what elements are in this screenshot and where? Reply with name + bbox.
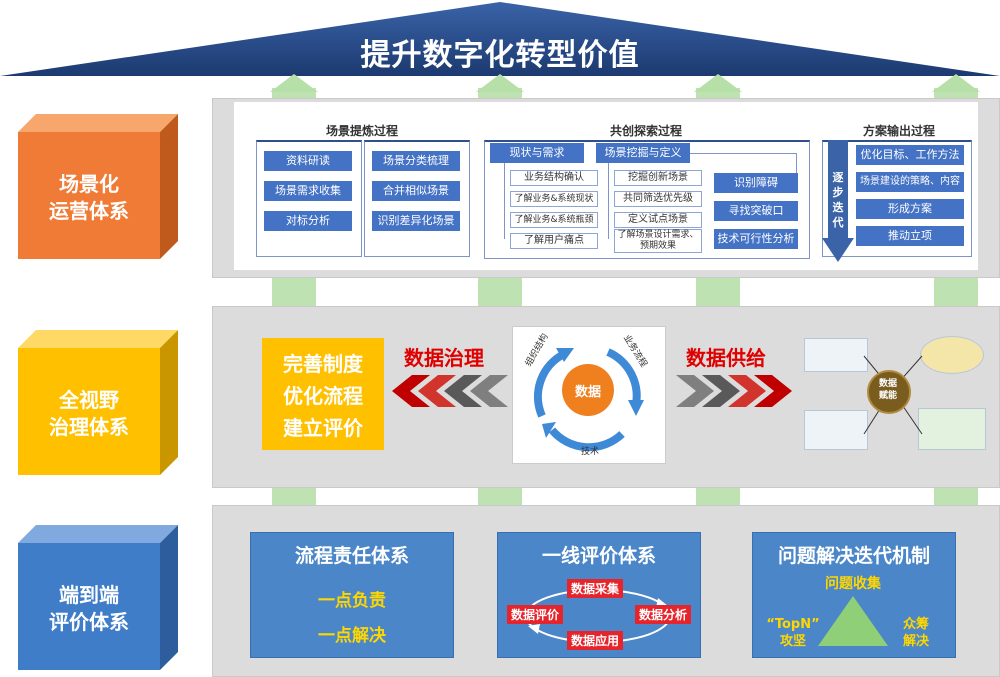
hub-label: 数据赋能 [878, 379, 897, 401]
cube-yellow [18, 330, 178, 475]
scene-middle-step: 识别障碍 [714, 173, 798, 193]
scene-left-item: 场景分类梳理 [372, 151, 460, 171]
scene-left-item: 识别差异化场景 [372, 211, 460, 231]
connector-line [608, 163, 609, 239]
arrows-right [676, 375, 792, 407]
scene-left-title: 场景提炼过程 [325, 124, 398, 138]
scene-middle-item: 了解业务&系统瓶颈 [510, 212, 598, 228]
pillar-arrows [270, 74, 980, 92]
eval-tag-collect: 数据采集 [567, 579, 624, 598]
scene-middle-step: 技术可行性分析 [714, 229, 798, 249]
crowd-label: 众筹解决 [902, 617, 929, 649]
iterate-arrow [822, 140, 854, 262]
connector-line [504, 163, 505, 239]
connector-line [690, 153, 796, 154]
scene-left-item: 对标分析 [264, 211, 352, 231]
scene-middle-item: 定义试点场景 [614, 212, 702, 228]
iterate-label: 逐步迭代 [832, 171, 844, 229]
scene-right-item: 形成方案 [856, 199, 964, 219]
scene-left-item: 资料研读 [264, 151, 352, 171]
cube-orange [18, 114, 178, 259]
scene-right-item: 优化目标、工作方法 [856, 145, 964, 165]
hub-circle [867, 370, 911, 414]
scene-middle-item: 共同筛选优先级 [614, 191, 702, 207]
governance-panel: 完善制度 优化流程 建立评价 [262, 338, 384, 450]
topn-label: “TopN”攻坚 [766, 617, 820, 649]
scene-panel [234, 102, 978, 270]
cube-blue [18, 525, 178, 670]
eval-tag-evaluate: 数据评价 [507, 605, 564, 624]
scene-left-item: 合并相似场景 [372, 181, 460, 201]
data-governance-title: 数据治理 [404, 346, 484, 370]
scene-middle-bracket [484, 140, 810, 259]
eval-tag-apply: 数据应用 [567, 631, 624, 650]
supply-thumbnail [804, 410, 868, 450]
scene-right-bracket [822, 140, 972, 257]
scene-middle-step: 寻找突破口 [714, 201, 798, 221]
problem-collect: 问题收集 [825, 576, 881, 592]
scene-right-item: 推动立项 [856, 226, 964, 246]
supply-thumbnail [918, 408, 986, 450]
scene-right-item: 场景建设的策略、内容 [856, 172, 964, 192]
roof-title: 提升数字化转型价值 [360, 38, 640, 73]
cube-label-governance: 全视野治理体系 [49, 388, 129, 439]
data-supply-title: 数据供给 [686, 346, 766, 370]
cycle-label-tech: 技术 [580, 447, 599, 457]
scene-middle-header: 场景挖掘与定义 [596, 143, 690, 163]
scene-middle-title: 共创探索过程 [609, 124, 682, 138]
scene-middle-header: 现状与需求 [490, 143, 584, 163]
scene-left-bracket [364, 140, 470, 257]
arrows-left [392, 375, 508, 407]
supply-thumbnail [920, 336, 984, 374]
card-frontline-evaluation: 一线评价体系 [497, 532, 701, 658]
eval-tag-analyze: 数据分析 [635, 605, 692, 624]
scene-middle-item: 挖掘创新场景 [614, 170, 702, 186]
supply-thumbnail [804, 338, 868, 372]
problem-triangle [818, 596, 888, 646]
scene-right-title: 方案输出过程 [862, 124, 935, 138]
scene-middle-item: 了解场景设计需求、预期效果 [614, 229, 702, 253]
cycle-arrows [534, 348, 644, 452]
connector-line [796, 153, 797, 173]
scene-middle-item: 了解业务&系统现状 [510, 191, 598, 207]
cycle-center: 数据 [574, 385, 601, 400]
card-process-responsibility: 流程责任体系 一点负责 一点解决 [250, 532, 454, 658]
cube-label-evaluation: 端到端评价体系 [49, 583, 129, 634]
scene-left-item: 场景需求收集 [264, 181, 352, 201]
scene-middle-item: 了解用户痛点 [510, 233, 598, 249]
cube-label-scene: 场景化运营体系 [49, 172, 129, 223]
roof-banner [0, 2, 1000, 76]
scene-middle-item: 业务结构确认 [510, 170, 598, 186]
scene-left-bracket [256, 140, 362, 257]
